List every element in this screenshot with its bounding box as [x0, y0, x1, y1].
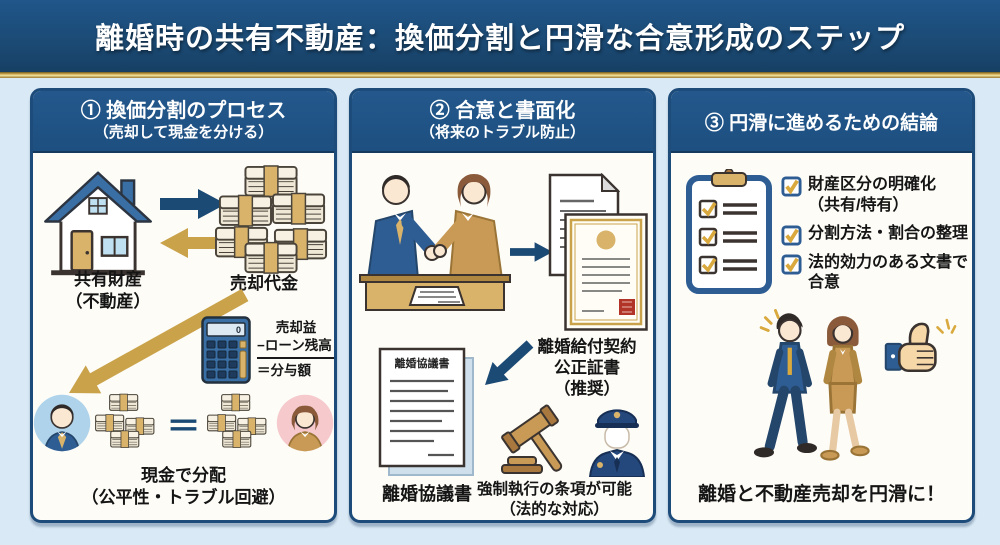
conclusion-checklist: 財産区分の明確化 （共有/特有） 分割方法・割合の整理: [781, 175, 972, 295]
arrow-right-icon: [160, 189, 226, 219]
checkbox-icon: [781, 254, 802, 275]
equals-sign: ＝: [166, 407, 201, 446]
division-formula: 売却益 −ローン残高 ＝分与額: [257, 319, 334, 381]
title-banner: 離婚時の共有不動産：換価分割と円滑な合意形成のステップ: [0, 0, 1000, 72]
cash-distribution-caption: 現金で分配 （公平性・トラブル回避）: [81, 466, 286, 507]
checklist-item: 法的効力のある文書で 合意: [781, 253, 972, 295]
arrow-left-icon: [160, 228, 226, 258]
gold-divider: [0, 72, 1000, 78]
money-pile-icon: [215, 164, 328, 275]
panel-3-conclusion: ③ 円滑に進めるための結論: [668, 88, 975, 523]
checkbox-icon: [781, 176, 802, 197]
money-share-left-icon: [95, 393, 155, 449]
checklist-item: 分割方法・割合の整理: [781, 224, 972, 246]
police-officer-icon: [588, 409, 646, 477]
wife-avatar: [276, 394, 334, 452]
thumbs-up-icon: [884, 318, 957, 373]
husband-avatar: [33, 394, 91, 452]
formula-profit: 売却益: [275, 320, 317, 335]
money-share-right-icon: [206, 393, 266, 449]
panel-1-body: 共有財産 （不動産） 売却代金 0: [33, 153, 334, 520]
panel-2-agreement: ② 合意と書面化 （将来のトラブル防止）: [349, 88, 656, 523]
cash-split-row: ＝: [33, 391, 334, 455]
formula-result: ＝分与額: [257, 363, 311, 379]
agreement-doc-title: 離婚協議書: [395, 356, 450, 370]
panel-3-title: ③ 円滑に進めるための結論: [704, 112, 939, 134]
checklist-item: 財産区分の明確化 （共有/特有）: [781, 175, 972, 217]
panel-3-body: 財産区分の明確化 （共有/特有） 分割方法・割合の整理: [671, 153, 972, 520]
final-message: 離婚と不動産売却を円滑に！: [697, 484, 945, 505]
calculator-icon: 0: [201, 316, 251, 384]
panel-1-kanka-bunkatsu: ① 換価分割のプロセス （売却して現金を分ける）: [30, 88, 337, 523]
walking-couple-icon: [753, 309, 870, 461]
calculator-display: 0: [236, 325, 241, 335]
checkbox-icon: [781, 225, 802, 246]
sale-proceeds-label: 売却代金: [230, 274, 298, 293]
arrow-diagonal-icon: [485, 340, 534, 385]
panel-2-subtitle: （将来のトラブル防止）: [419, 124, 585, 142]
arrow-diagonal-icon: [69, 289, 249, 394]
agreement-document-icon: 離婚協議書: [378, 347, 474, 476]
certificate-icon: [564, 213, 648, 331]
panel-3-header: ③ 円滑に進めるための結論: [671, 91, 972, 153]
agreement-label: 離婚協議書: [382, 484, 472, 504]
handshake-icon: [359, 174, 511, 311]
gavel-icon: [501, 404, 563, 474]
panel-1-subtitle: （売却して現金を分ける）: [93, 124, 274, 142]
page-title: 離婚時の共有不動産：換価分割と円滑な合意形成のステップ: [94, 23, 905, 55]
house-label: 共有財産 （不動産）: [65, 270, 151, 311]
house-icon: [44, 171, 152, 276]
notarized-deed-label: 離婚給付契約 公正証書 （推奨）: [537, 338, 637, 399]
panel-2-title: ② 合意と書面化: [429, 100, 576, 123]
arrow-right-icon: [510, 242, 553, 262]
enforcement-label: 強制執行の条項が可能 （法的な対応）: [476, 481, 632, 518]
panel-1-header: ① 換価分割のプロセス （売却して現金を分ける）: [33, 91, 334, 153]
panel-2-header: ② 合意と書面化 （将来のトラブル防止）: [352, 91, 653, 153]
panel-row: ① 換価分割のプロセス （売却して現金を分ける）: [30, 88, 975, 523]
panel-1-title: ① 換価分割のプロセス: [80, 100, 287, 123]
formula-minus-loan: −ローン残高: [257, 337, 334, 360]
panel-2-body: 離婚給付契約 公正証書 （推奨） 離婚協議書: [352, 153, 653, 520]
clipboard-icon: [686, 169, 772, 294]
exchange-arrows: [159, 189, 229, 258]
